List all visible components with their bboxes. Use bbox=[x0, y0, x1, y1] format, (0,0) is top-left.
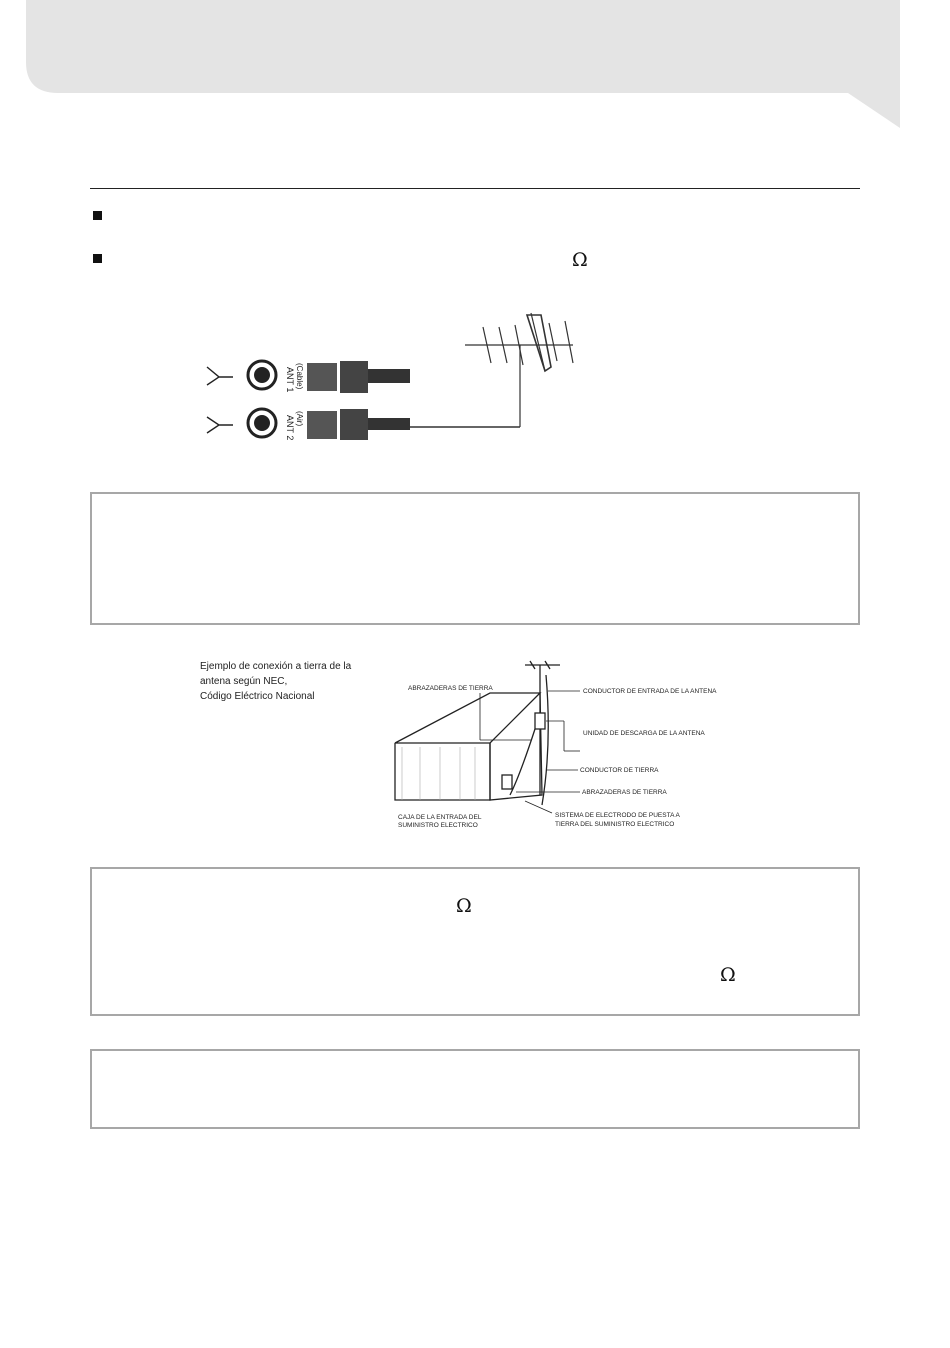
label-ground-clamps-bottom: ABRAZADERAS DE TIERRA bbox=[582, 789, 667, 796]
plug-icon bbox=[206, 416, 233, 434]
svg-text:ANT 1: ANT 1 bbox=[285, 367, 295, 392]
note-box-2 bbox=[90, 867, 860, 1016]
label-ground-clamps-top: ABRAZADERAS DE TIERRA bbox=[408, 685, 493, 692]
label-electrode-2: TIERRA DEL SUMINISTRO ELECTRICO bbox=[555, 821, 674, 828]
label-service-box-2: SUMINISTRO ELECTRICO bbox=[398, 822, 478, 829]
antenna-connection-figure: ANT 1 (Cable) ANT 2 (Air) bbox=[206, 312, 574, 440]
label-service-box-1: CAJA DE LA ENTRADA DEL bbox=[398, 814, 482, 821]
house-illustration bbox=[394, 692, 543, 801]
bullet-marker-1 bbox=[93, 211, 102, 220]
section-divider bbox=[90, 188, 860, 189]
svg-text:(Air): (Air) bbox=[295, 411, 304, 426]
ant2-connector-row: ANT 2 (Air) bbox=[206, 407, 520, 440]
note-box-3 bbox=[90, 1049, 860, 1129]
label-discharge-unit: UNIDAD DE DESCARGA DE LA ANTENA bbox=[583, 730, 705, 737]
label-electrode-1: SISTEMA DE ELECTRODO DE PUESTA A bbox=[555, 812, 681, 819]
omega-symbol: Ω bbox=[720, 964, 736, 986]
ant1-connector-row: ANT 1 (Cable) bbox=[206, 359, 410, 393]
plug-icon bbox=[206, 366, 233, 386]
antenna-grounding-figure: Ejemplo de conexión a tierra de la anten… bbox=[190, 655, 760, 835]
omega-symbol: Ω bbox=[456, 895, 472, 917]
label-lead-in-wire: CONDUCTOR DE ENTRADA DE LA ANTENA bbox=[583, 688, 717, 695]
yagi-antenna-icon bbox=[465, 312, 574, 427]
svg-text:(Cable): (Cable) bbox=[295, 363, 304, 390]
grounding-caption: Ejemplo de conexión a tierra de la anten… bbox=[200, 661, 352, 702]
note-box-1 bbox=[90, 492, 860, 625]
svg-text:ANT 2: ANT 2 bbox=[285, 415, 295, 440]
header-banner bbox=[26, 0, 900, 128]
label-ground-conductor: CONDUCTOR DE TIERRA bbox=[580, 767, 659, 774]
bullet-marker-2 bbox=[93, 254, 102, 263]
mast-and-wire bbox=[509, 660, 560, 806]
omega-symbol: Ω bbox=[572, 249, 588, 271]
